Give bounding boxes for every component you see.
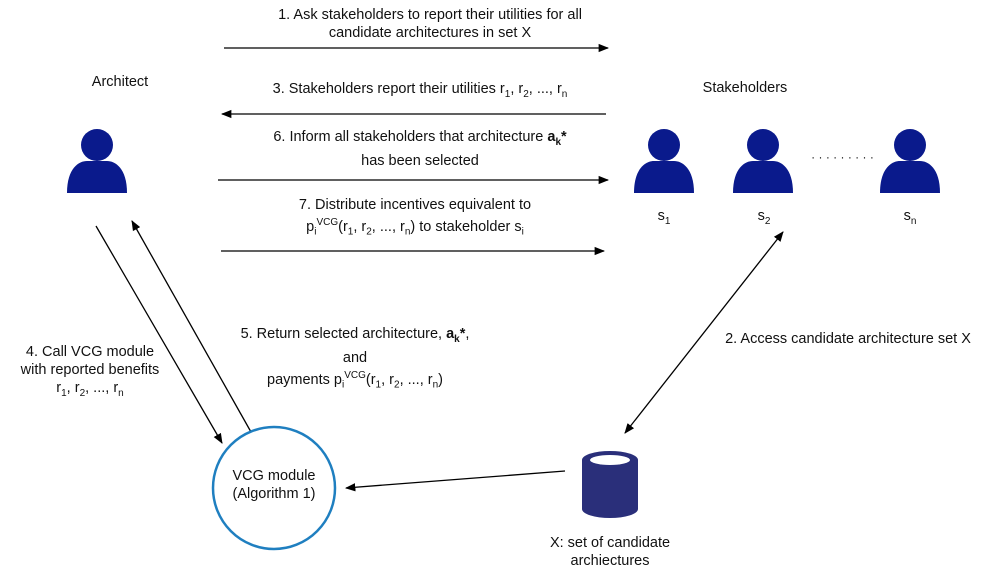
stakeholder-s1-person-icon [634,129,694,193]
stakeholders-label: Stakeholders [702,80,788,96]
ellipsis-label: · · · · · · · · · [811,150,874,164]
arrow-database-to-module [344,470,566,492]
step2-label: 2. Access candidate architecture set X [725,331,971,347]
s1-label: s1 [657,208,671,227]
architect-person-icon [67,129,127,193]
sn-label: sn [903,208,917,227]
arrow-step5 [131,220,252,433]
vcg-module-circle [211,425,337,551]
s2-label: s2 [757,208,771,227]
step4-label: 4. Call VCG module with reported benefit… [20,344,160,399]
architect-label: Architect [91,74,149,90]
step3-label: 3. Stakeholders report their utilities r… [272,81,568,100]
step7-label: 7. Distribute incentives equivalent to p… [298,197,532,238]
arrow-step4 [95,225,223,444]
step5-label: 5. Return selected architecture, ak*, an… [240,326,470,391]
step1-label: 1. Ask stakeholders to report their util… [278,7,582,41]
database-icon [582,451,638,518]
database-label: X: set of candidate archiectures [549,535,671,569]
step6-label: 6. Inform all stakeholders that architec… [273,129,567,169]
stakeholder-sn-person-icon [880,129,940,193]
arrow-step2 [624,231,784,434]
stakeholder-s2-person-icon [733,129,793,193]
vcg-module-label: VCG module (Algorithm 1) [232,468,316,502]
